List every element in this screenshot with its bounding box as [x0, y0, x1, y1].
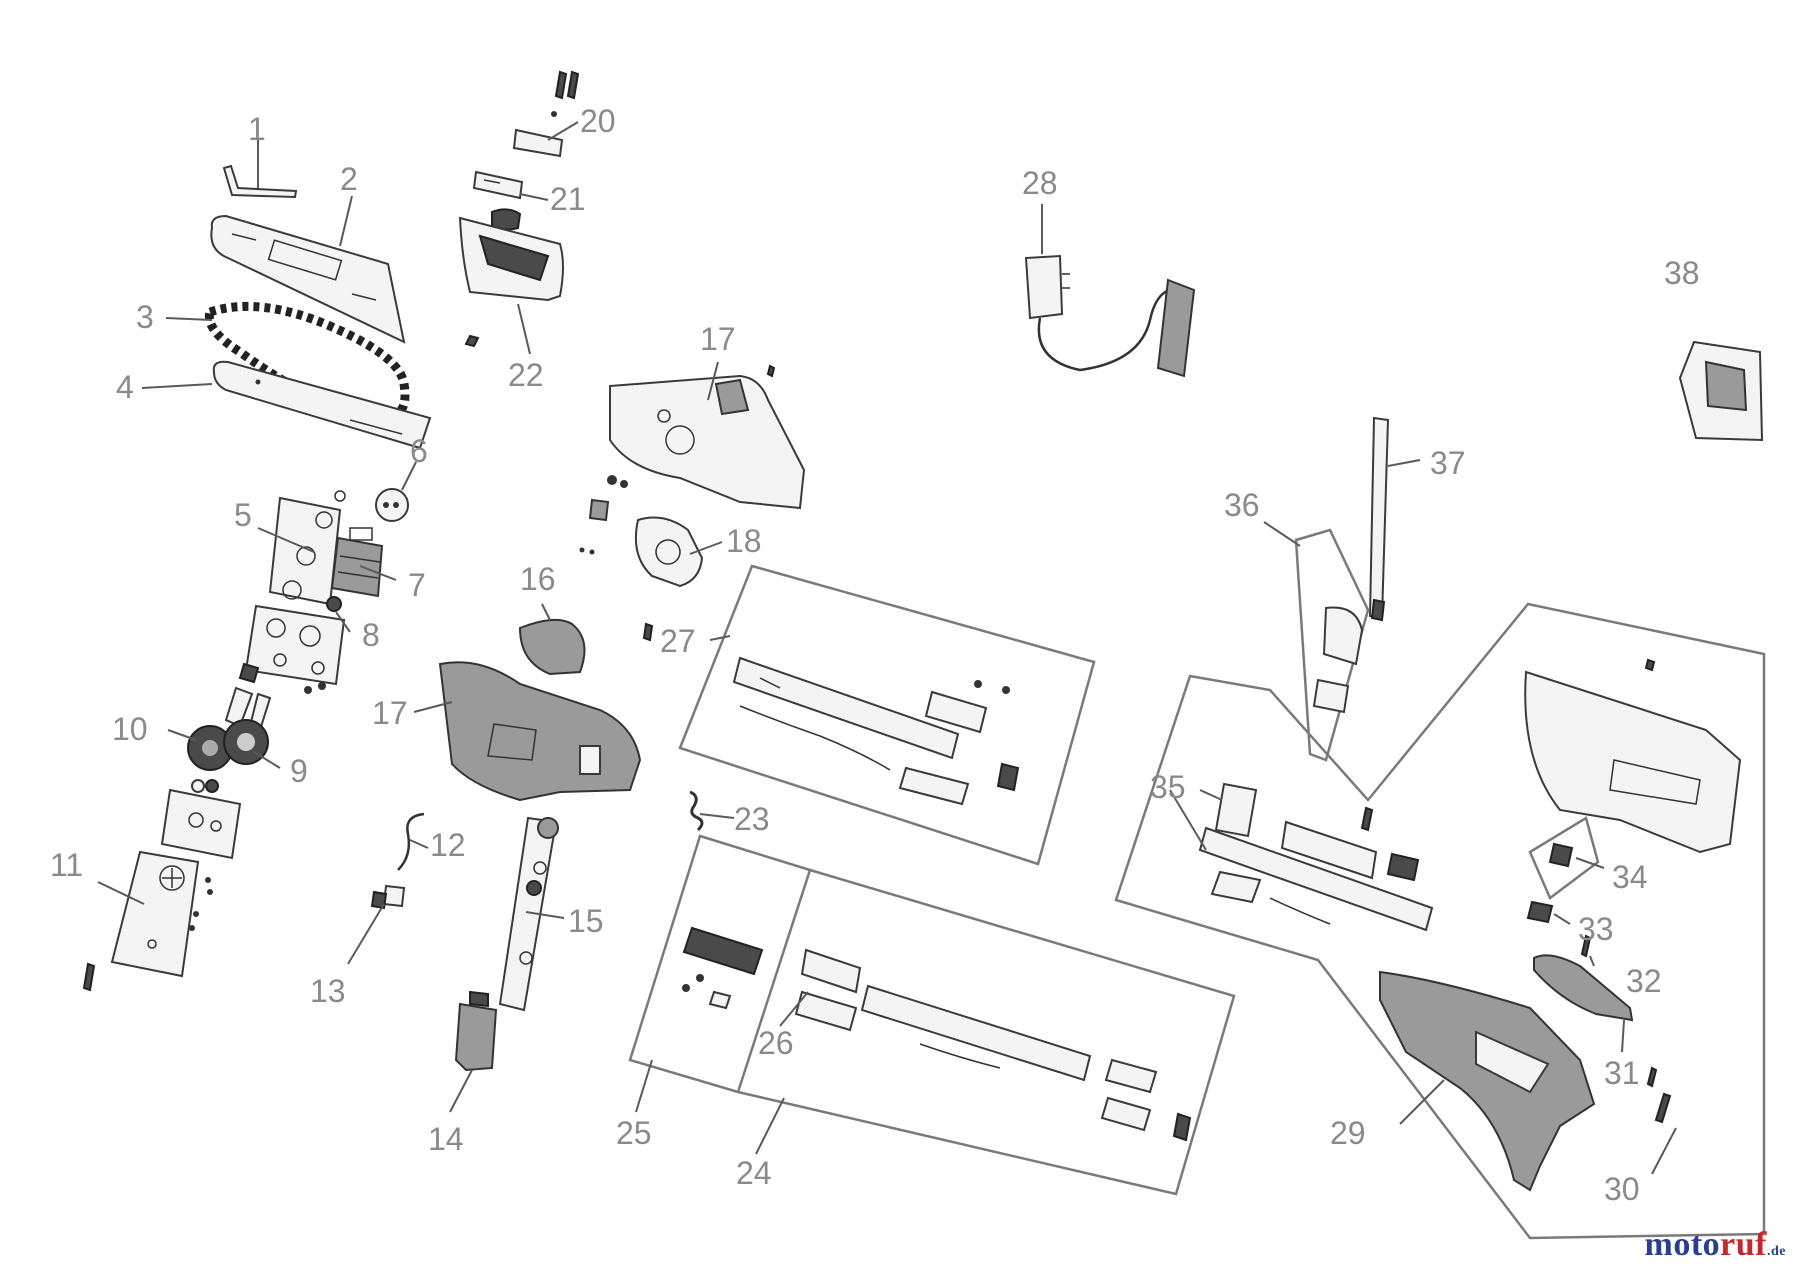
part-21-label-plate: [472, 170, 524, 200]
part-17-housing-half-upper: [607, 364, 806, 510]
callout-numbers: 1 2 3 4 5 6 7 8 9 10 11 12 13 14 15 16 1…: [50, 103, 1700, 1207]
callout-15: 15: [568, 903, 604, 939]
part-13-switch: [370, 884, 406, 910]
part-20-top-clips: [512, 70, 580, 158]
callout-34: 34: [1612, 859, 1648, 895]
callout-9: 9: [290, 753, 308, 789]
watermark-part-2: ruf: [1720, 1226, 1767, 1263]
callout-35: 35: [1150, 769, 1186, 805]
part-24-25-extension-frame: [628, 834, 1236, 1196]
callout-38: 38: [1664, 255, 1700, 291]
part-4-guide-bar: [212, 360, 432, 450]
part-36-strap-holder: [1294, 528, 1370, 762]
callout-20: 20: [580, 103, 616, 139]
part-34-switch-button: [1528, 816, 1600, 900]
callout-27: 27: [660, 623, 696, 659]
callout-25: 25: [616, 1115, 652, 1151]
callout-22: 22: [508, 357, 544, 393]
part-11-sprocket-cover: [82, 850, 213, 992]
part-27-pole-group-frame: [678, 564, 1096, 866]
callout-32: 32: [1626, 963, 1662, 999]
part-38-battery: [1678, 340, 1764, 442]
callout-17-lower: 17: [372, 695, 408, 731]
callout-3: 3: [136, 299, 154, 335]
watermark-part-1: moto: [1644, 1226, 1721, 1263]
callout-16: 16: [520, 561, 556, 597]
callout-17-upper: 17: [700, 321, 736, 357]
part-15-oil-pump: [498, 816, 559, 1012]
part-1-hex-key: [222, 164, 298, 199]
part-23-spring: [689, 790, 704, 832]
part-12-wire: [397, 812, 425, 871]
callout-23: 23: [734, 801, 770, 837]
callout-37: 37: [1430, 445, 1466, 481]
callout-21: 21: [550, 181, 586, 217]
part-2-bar-cover: [210, 214, 406, 344]
callout-2: 2: [340, 161, 358, 197]
part-22-chain-cover: [458, 216, 564, 348]
callout-29: 29: [1330, 1115, 1366, 1151]
part-3-saw-chain: [204, 301, 410, 423]
part-5-gear-plate: [268, 490, 346, 606]
callout-12: 12: [430, 827, 466, 863]
callout-14: 14: [428, 1121, 464, 1157]
callout-28: 28: [1022, 165, 1058, 201]
callout-5: 5: [234, 497, 252, 533]
callout-24: 24: [736, 1155, 772, 1191]
gear-cover-plate: [160, 788, 242, 860]
watermark-tld: .de: [1767, 1244, 1786, 1259]
small-clip-parts: [579, 498, 654, 642]
motoruf-watermark: motoruf.de: [1645, 1226, 1786, 1264]
callout-11: 11: [50, 847, 83, 883]
part-17-motor-housing-lower: [438, 661, 642, 802]
part-16-handle-cap: [518, 618, 586, 676]
callout-13: 13: [310, 973, 346, 1009]
callout-30: 30: [1604, 1171, 1640, 1207]
part-31-trigger: [1533, 954, 1634, 1022]
callout-33: 33: [1578, 911, 1614, 947]
callout-8: 8: [362, 617, 380, 653]
part-14-oil-bottle: [454, 990, 498, 1072]
callout-36: 36: [1224, 487, 1260, 523]
callout-10: 10: [112, 711, 148, 747]
part-32-pin: [1580, 934, 1592, 958]
callout-26: 26: [758, 1025, 794, 1061]
part-29-main-handle-frame: [1114, 602, 1766, 1240]
part-29-rear-handle: [1379, 970, 1596, 1192]
part-28-charger: [1024, 254, 1196, 378]
part-30-screws: [1646, 1066, 1672, 1124]
callout-7: 7: [408, 567, 426, 603]
callout-6: 6: [410, 433, 428, 469]
spacer-rings: [191, 779, 219, 793]
part-10-sprocket: [187, 725, 233, 771]
callout-31: 31: [1604, 1055, 1640, 1091]
callout-4: 4: [116, 369, 134, 405]
gearbox-housing: [244, 604, 346, 694]
callout-1: 1: [248, 111, 266, 147]
part-33-trigger-switch: [1526, 900, 1554, 924]
callout-leaders: [97, 121, 1677, 1175]
part-7-motor: [330, 527, 384, 598]
part-37-shoulder-strap: [1368, 416, 1390, 622]
callout-18: 18: [726, 523, 762, 559]
part-18-gasket: [634, 516, 704, 588]
part-6-washer: [375, 488, 409, 522]
part-8-pinion: [326, 596, 342, 612]
